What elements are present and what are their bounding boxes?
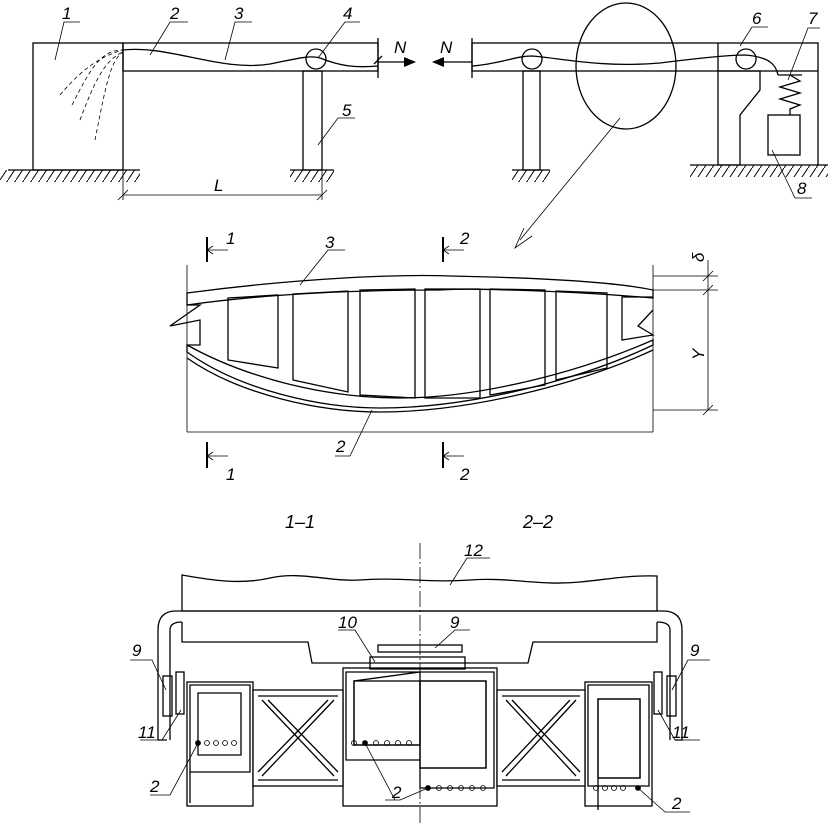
label-5: 5 [342, 101, 352, 120]
force-label-right: N [394, 38, 407, 57]
Y-label: Y [689, 347, 708, 360]
force-arrow-right [404, 57, 416, 67]
delta-label: δ [689, 252, 708, 262]
label-9-left: 9 [132, 641, 142, 660]
tendons [195, 740, 641, 791]
column-5 [302, 70, 323, 171]
label-9-center: 9 [450, 613, 460, 632]
roller-4 [305, 48, 327, 70]
roller-end [735, 48, 757, 70]
label-2-left: 2 [149, 777, 160, 796]
detail-label-3: 3 [325, 233, 335, 252]
tendon-2 [122, 48, 379, 68]
span-label: L [214, 176, 223, 195]
top-elevation: 1 2 3 4 5 6 7 8 N N L [0, 2, 828, 250]
cross-section: 1–1 2–2 [130, 512, 710, 826]
section-title-2-2: 2–2 [522, 512, 553, 532]
section-1-top: 1 [226, 229, 235, 248]
label-11-right: 11 [672, 723, 690, 742]
weight-8 [767, 114, 801, 156]
pad-9-center [377, 644, 463, 653]
gantry-frame [157, 610, 683, 741]
beam-3-top-flange [186, 274, 654, 306]
section-2-top: 2 [459, 229, 470, 248]
label-2-right: 2 [671, 794, 682, 813]
pad-9-right [666, 675, 677, 717]
label-11-left: 11 [138, 723, 156, 742]
label-4: 4 [343, 4, 352, 23]
section-2-bottom: 2 [459, 465, 470, 484]
ground-left [0, 170, 140, 182]
pad-10 [369, 656, 466, 670]
pad-11-left [175, 671, 185, 715]
label-1: 1 [62, 4, 71, 23]
pad-11-right [653, 671, 663, 715]
tendon-2-detail [186, 349, 654, 413]
cross-brace-left [252, 689, 344, 787]
pad-9-left [162, 675, 173, 717]
detail-label-2: 2 [335, 437, 346, 456]
box-left [189, 684, 251, 773]
force-arrow-left [432, 57, 444, 67]
beam-3-bottom [186, 339, 654, 409]
roller [521, 48, 543, 70]
beam-3-left [122, 42, 379, 72]
label-2-center: 2 [391, 783, 402, 802]
detail-view: δ Y 1 2 1 2 3 2 [169, 229, 718, 484]
cross-brace-right [496, 689, 586, 787]
label-10: 10 [338, 613, 357, 632]
label-8: 8 [797, 179, 807, 198]
label-3: 3 [234, 4, 244, 23]
detail-circle [575, 2, 677, 130]
label-7: 7 [808, 9, 818, 28]
slab-12 [181, 574, 658, 612]
force-label-left: N [440, 38, 453, 57]
label-2: 2 [169, 4, 180, 23]
spring-7 [777, 74, 803, 115]
label-12: 12 [464, 541, 483, 560]
section-title-1-1: 1–1 [285, 512, 315, 532]
abutment-6 [717, 70, 761, 166]
column [522, 70, 541, 171]
label-6: 6 [752, 9, 762, 28]
label-9-right: 9 [690, 641, 700, 660]
section-1-bottom: 1 [226, 465, 235, 484]
